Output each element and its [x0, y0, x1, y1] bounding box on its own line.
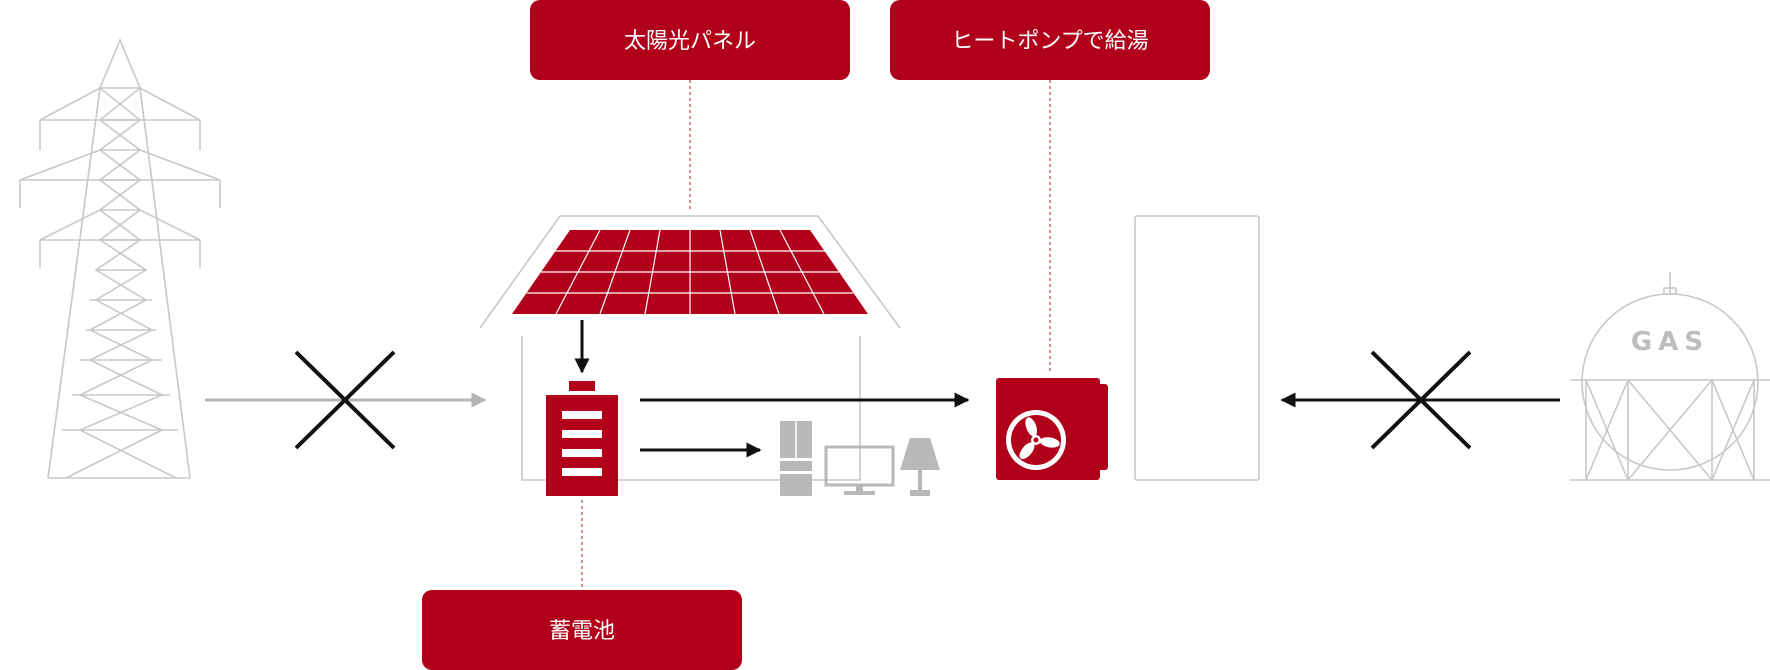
- transmission-tower-icon: [19, 37, 221, 479]
- cross-icon: [294, 350, 396, 450]
- solar-panel-label: 太陽光パネル: [530, 0, 850, 80]
- heat-pump-label-text: ヒートポンプで給湯: [951, 29, 1148, 54]
- gas-label: GAS: [1631, 327, 1709, 357]
- battery-label-text: 蓄電池: [549, 619, 615, 644]
- refrigerator-icon: [780, 421, 812, 496]
- monitor-icon: [824, 445, 895, 495]
- gas-holder-icon: [1570, 272, 1770, 481]
- heat-pump-fan-icon: [996, 378, 1108, 480]
- water-heater-tank-icon: [1134, 215, 1260, 481]
- solar-panel-label-text: 太陽光パネル: [624, 29, 756, 54]
- cross-icon: [1370, 350, 1472, 450]
- heat-pump-label: ヒートポンプで給湯: [890, 0, 1210, 80]
- lamp-icon: [900, 438, 940, 496]
- solar-panel-icon: [512, 229, 868, 315]
- house-outline-icon: [479, 215, 901, 481]
- battery-label: 蓄電池: [422, 590, 742, 670]
- battery-icon: [546, 381, 618, 496]
